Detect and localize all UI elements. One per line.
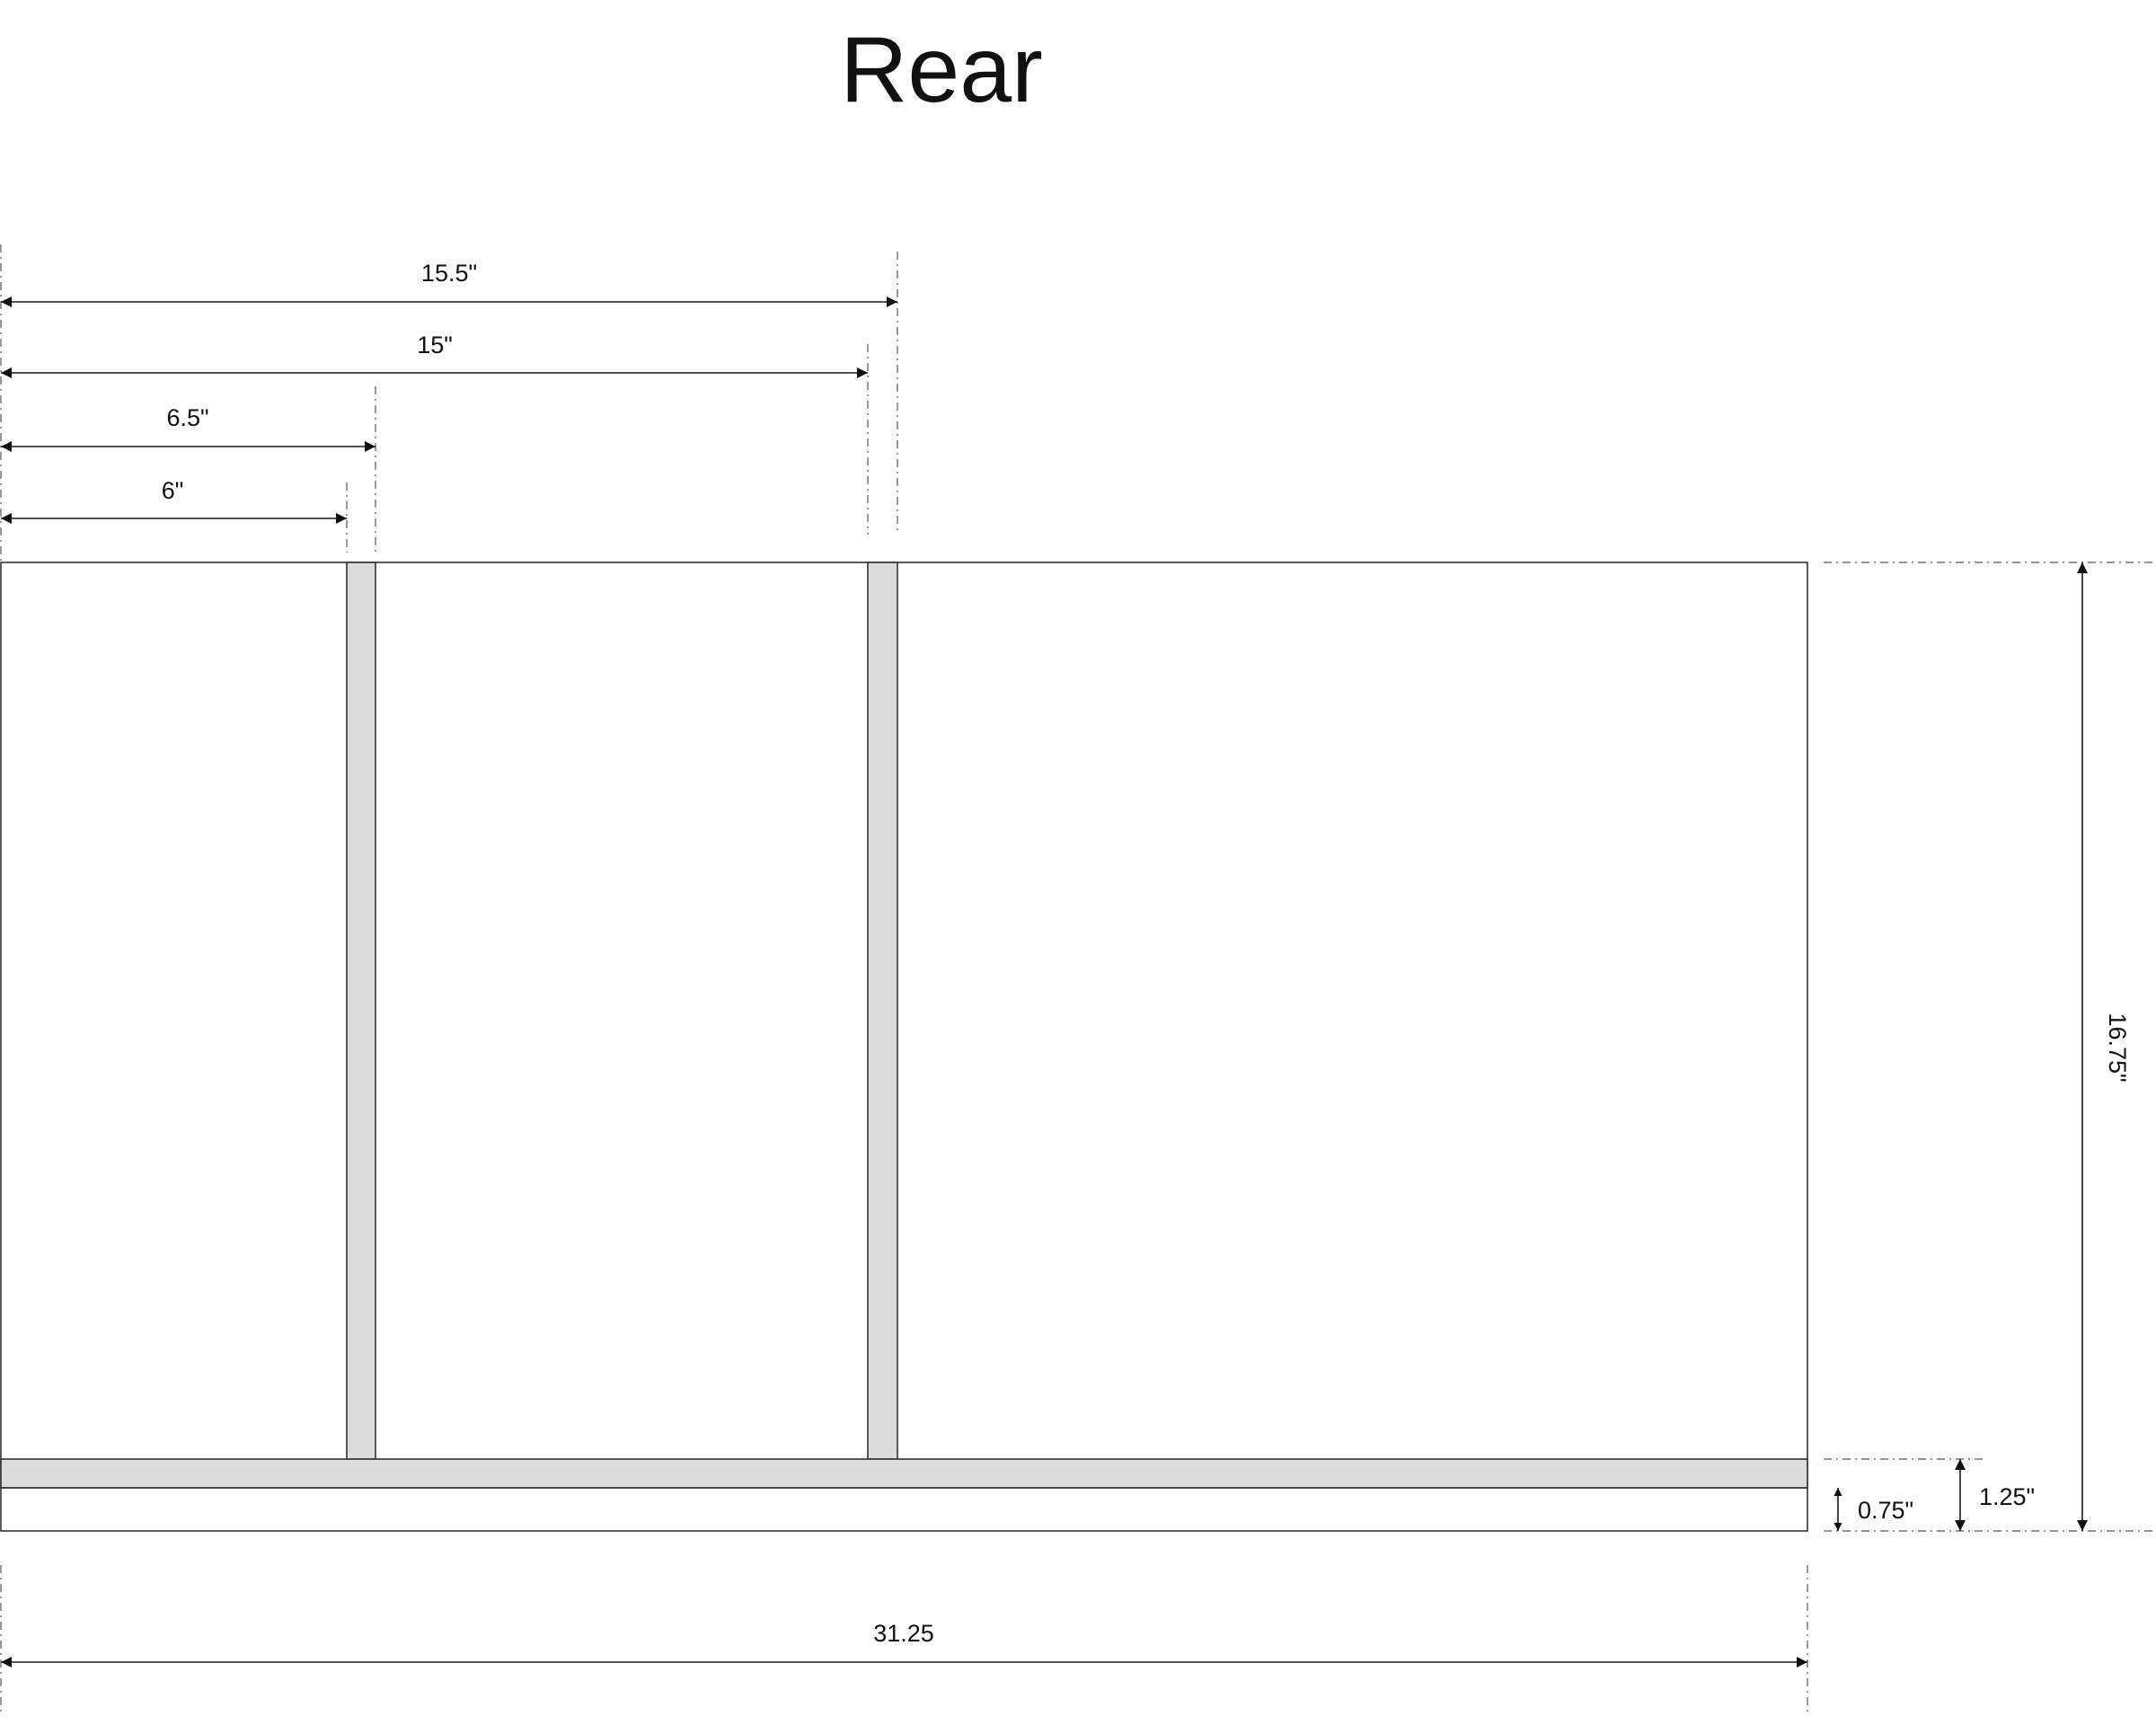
dimension-label-overall-width: 31.25 [873, 1620, 934, 1647]
dimension-stud1-outer: 6.5" [1, 404, 376, 452]
dimension-label-overall-height: 16.75" [2104, 1013, 2131, 1082]
dimension-label-stud1-inner: 6" [162, 477, 184, 504]
dimension-overall-width: 31.25 [1, 1620, 1807, 1668]
dimension-rail-bottom: 0.75" [1833, 1488, 1913, 1531]
dimension-label-stud1-outer: 6.5" [166, 404, 208, 431]
dimension-label-stud2-inner: 15" [417, 332, 453, 358]
dimension-label-rail-top: 1.25" [1979, 1483, 2035, 1510]
dimension-overall-height: 16.75" [2077, 562, 2131, 1531]
dimension-stud1-inner: 6" [1, 477, 347, 524]
drawing-title: Rear [840, 18, 1042, 122]
horizontal-rail [0, 1458, 1808, 1489]
panel-outline [0, 562, 1808, 1532]
vertical-stud-2 [867, 562, 898, 1460]
dimension-stud2-outer: 15.5" [1, 260, 897, 307]
vertical-stud-1 [346, 562, 376, 1460]
dimension-label-rail-bottom: 0.75" [1858, 1497, 1913, 1524]
rear-panel [0, 562, 1808, 1532]
dimension-label-stud2-outer: 15.5" [421, 260, 477, 287]
dimension-stud2-inner: 15" [1, 332, 868, 378]
dimension-rail-top: 1.25" [1955, 1459, 2035, 1531]
